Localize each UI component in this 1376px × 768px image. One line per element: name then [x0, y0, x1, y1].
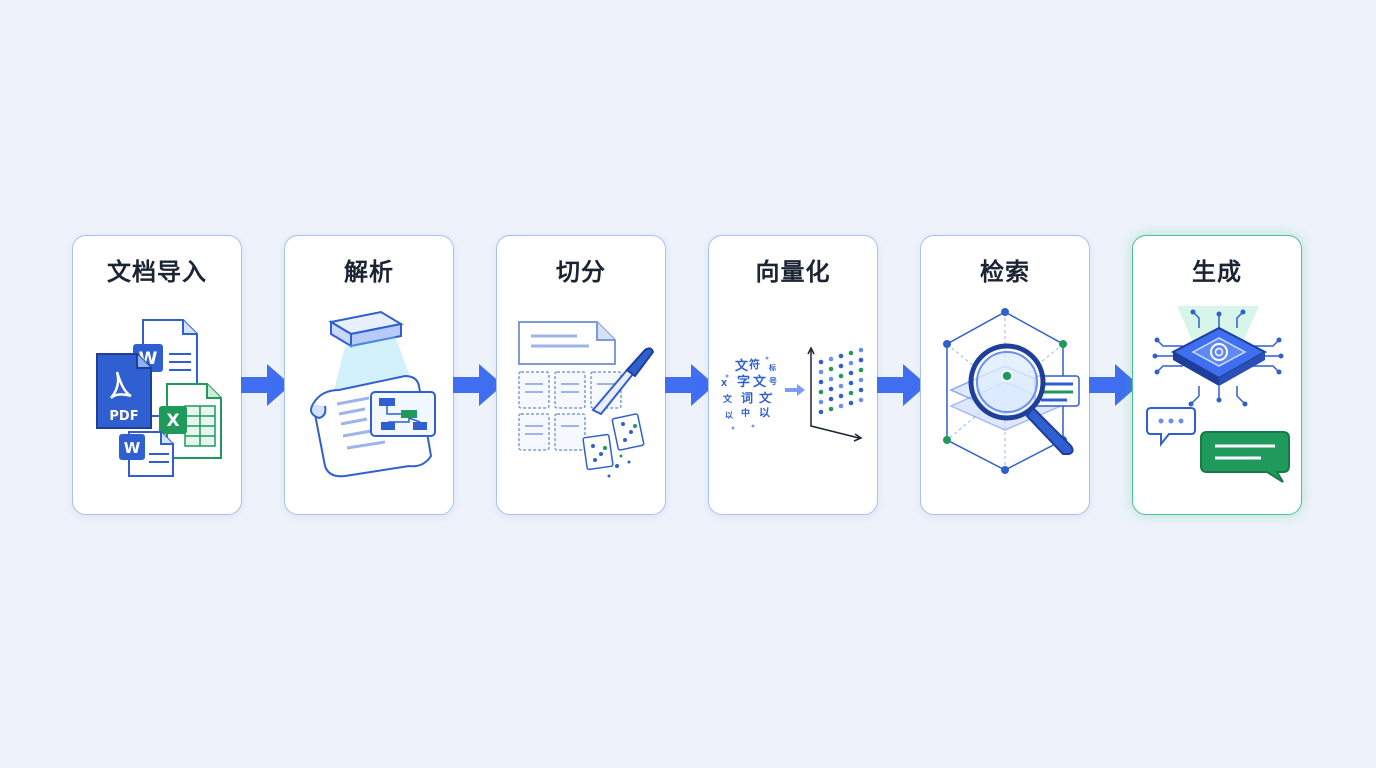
flow-arrow [877, 364, 927, 406]
step-title: 检索 [980, 258, 1030, 286]
step-title: 文档导入 [107, 258, 207, 286]
documents-icon: W PDF X [96, 319, 222, 477]
char: 文 [759, 390, 772, 405]
char: 文 [735, 358, 749, 374]
step-title: 切分 [556, 258, 606, 286]
parse-scan-icon [310, 310, 436, 478]
char: 文 [722, 393, 733, 405]
flow-arrow [1089, 364, 1139, 406]
step-card-split: 切分 [496, 235, 666, 515]
char: 文 [753, 374, 767, 390]
step-title: 解析 [344, 258, 394, 286]
step-card-vectorize: 向量化 文 符 字 文 词 文 以 号 中 文 以 X 标 [708, 235, 878, 515]
step-title: 生成 [1192, 258, 1242, 286]
flow-arrow [453, 364, 503, 406]
char: 号 [769, 377, 777, 386]
char: 以 [725, 411, 733, 420]
char: 词 [741, 391, 753, 405]
flow-arrow [241, 364, 291, 406]
excel-label: X [166, 411, 179, 431]
step-title: 向量化 [755, 258, 831, 286]
char: 标 [768, 363, 776, 372]
generate-chip-icon [1146, 306, 1290, 483]
split-knife-icon [518, 321, 655, 478]
char: 字 [737, 374, 750, 390]
vectorize-icon: 文 符 字 文 词 文 以 号 中 文 以 X 标 [721, 346, 864, 442]
step-card-parse: 解析 [284, 235, 454, 515]
step-card-retrieve: 检索 [920, 235, 1090, 515]
retrieve-magnifier-icon [943, 308, 1080, 474]
step-card-generate: 生成 [1132, 235, 1302, 515]
flow-arrow [665, 364, 715, 406]
char: X [721, 379, 728, 388]
word-label-small: W [124, 439, 141, 457]
char: 符 [749, 357, 760, 371]
pdf-label: PDF [109, 409, 138, 424]
char: 中 [741, 407, 750, 419]
step-card-import: 文档导入 W PDF [72, 235, 242, 515]
char: 以 [759, 406, 770, 419]
